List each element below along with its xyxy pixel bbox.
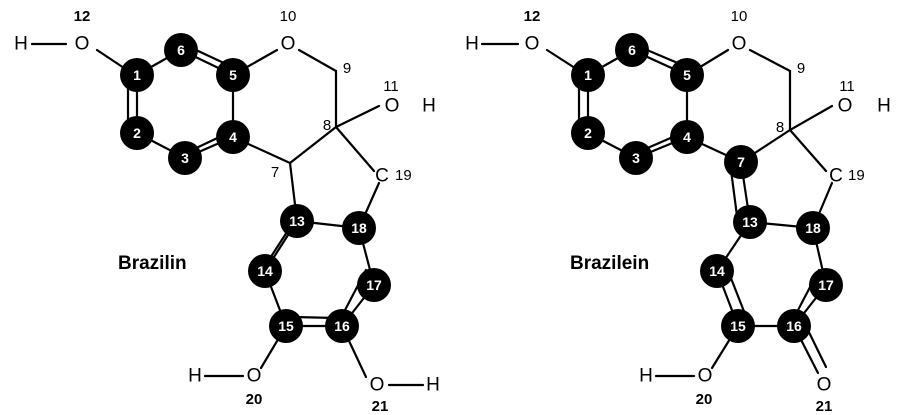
svg-text:4: 4 [683, 129, 691, 145]
svg-text:3: 3 [632, 150, 640, 166]
brazilin-h11: H [422, 96, 436, 117]
brazilin-atom-2: 2 [120, 116, 154, 150]
brazilein-num-9: 9 [797, 60, 805, 77]
svg-text:15: 15 [278, 318, 294, 334]
brazilein-c19: C [829, 166, 843, 187]
brazilein-atom-7: 7 [724, 145, 758, 179]
brazilin-ring-atoms: 1 2 3 4 5 6 13 14 15 16 17 18 [120, 33, 391, 343]
brazilein-atom-13: 13 [733, 205, 767, 239]
brazilein-num-20: 20 [696, 391, 713, 408]
brazilin-num-9: 9 [343, 60, 351, 77]
brazilin-atom-4: 4 [216, 120, 250, 154]
svg-text:18: 18 [351, 220, 367, 236]
brazilein-atom-4: 4 [670, 120, 704, 154]
svg-text:13: 13 [742, 214, 758, 230]
brazilin-atom-16: 16 [325, 309, 359, 343]
brazilin-o11: O [385, 96, 400, 117]
brazilein-num-10: 10 [731, 8, 748, 25]
svg-text:14: 14 [257, 263, 273, 279]
brazilein-structure: 1 2 3 4 5 6 7 13 14 15 16 17 18 8 9 10 1… [465, 8, 891, 415]
brazilein-position-numbers: 8 9 10 11 12 19 20 21 [524, 8, 865, 415]
brazilein-atom-symbols: O O H O H C O H O [465, 34, 891, 396]
brazilein-num-12: 12 [524, 8, 541, 25]
svg-text:18: 18 [805, 220, 821, 236]
svg-text:4: 4 [229, 129, 237, 145]
brazilein-atom-3: 3 [619, 141, 653, 175]
brazilin-num-7: 7 [271, 164, 279, 181]
brazilin-num-12: 12 [74, 8, 91, 25]
brazilein-h20: H [639, 366, 653, 387]
svg-text:2: 2 [584, 125, 592, 141]
brazilein-o20: O [698, 366, 713, 387]
brazilin-atom-6: 6 [164, 33, 198, 67]
svg-text:14: 14 [709, 263, 725, 279]
brazilein-h12: H [465, 34, 479, 55]
svg-text:7: 7 [737, 154, 745, 170]
brazilin-atom-18: 18 [342, 211, 376, 245]
brazilin-position-numbers: 7 8 9 10 11 12 19 20 21 [74, 8, 412, 415]
svg-text:2: 2 [133, 125, 141, 141]
brazilin-num-8: 8 [323, 117, 331, 134]
svg-text:6: 6 [177, 42, 185, 58]
brazilin-atom-3: 3 [168, 141, 202, 175]
brazilin-h20: H [188, 366, 202, 387]
brazilein-o11: O [838, 96, 853, 117]
brazilein-atom-15: 15 [721, 309, 755, 343]
svg-text:6: 6 [628, 42, 636, 58]
svg-text:3: 3 [181, 150, 189, 166]
svg-text:17: 17 [366, 277, 382, 293]
brazilein-num-11: 11 [839, 78, 855, 95]
brazilein-atom-17: 17 [809, 268, 843, 302]
brazilin-num-21: 21 [372, 398, 389, 415]
brazilin-o21: O [370, 375, 385, 396]
brazilein-name: Brazilein [570, 253, 649, 274]
brazilin-atom-17: 17 [357, 268, 391, 302]
brazilein-atom-6: 6 [615, 33, 649, 67]
brazilin-o10: O [281, 34, 296, 55]
brazilein-atom-1: 1 [571, 58, 605, 92]
brazilin-num-20: 20 [246, 391, 263, 408]
brazilin-o12: O [75, 34, 90, 55]
brazilin-atom-15: 15 [269, 309, 303, 343]
svg-text:13: 13 [289, 213, 305, 229]
brazilein-num-19: 19 [848, 167, 865, 184]
brazilin-c19: C [375, 166, 389, 187]
svg-text:15: 15 [730, 318, 746, 334]
brazilin-num-19: 19 [395, 167, 412, 184]
svg-text:5: 5 [683, 67, 691, 83]
brazilein-num-8: 8 [776, 119, 784, 136]
brazilin-o20: O [247, 366, 262, 387]
svg-text:16: 16 [786, 318, 802, 334]
svg-text:17: 17 [818, 277, 834, 293]
brazilein-o21: O [817, 375, 832, 396]
brazilein-atom-18: 18 [796, 211, 830, 245]
brazilein-o10: O [732, 34, 747, 55]
brazilein-atom-14: 14 [700, 254, 734, 288]
svg-text:5: 5 [229, 67, 237, 83]
brazilin-atom-symbols: O O H O H C O H O H [14, 34, 440, 396]
brazilin-num-10: 10 [280, 8, 297, 25]
brazilein-atom-16: 16 [777, 309, 811, 343]
svg-text:16: 16 [334, 318, 350, 334]
brazilin-h21: H [426, 375, 440, 396]
brazilin-h12: H [14, 34, 28, 55]
brazilein-o12: O [525, 34, 540, 55]
brazilein-atom-2: 2 [571, 116, 605, 150]
brazilin-atom-13: 13 [280, 204, 314, 238]
brazilin-structure: 1 2 3 4 5 6 13 14 15 16 17 18 7 8 9 10 1… [14, 8, 440, 415]
brazilin-name: Brazilin [118, 253, 187, 274]
brazilein-ring-atoms: 1 2 3 4 5 6 7 13 14 15 16 17 18 [571, 33, 843, 343]
brazilin-num-11: 11 [383, 78, 399, 95]
brazilein-atom-5: 5 [670, 58, 704, 92]
brazilin-atom-14: 14 [248, 254, 282, 288]
brazilin-atom-1: 1 [120, 58, 154, 92]
brazilein-h11: H [877, 96, 891, 117]
brazilin-atom-5: 5 [216, 58, 250, 92]
brazilein-num-21: 21 [816, 398, 833, 415]
svg-text:1: 1 [584, 67, 592, 83]
svg-text:1: 1 [133, 67, 141, 83]
